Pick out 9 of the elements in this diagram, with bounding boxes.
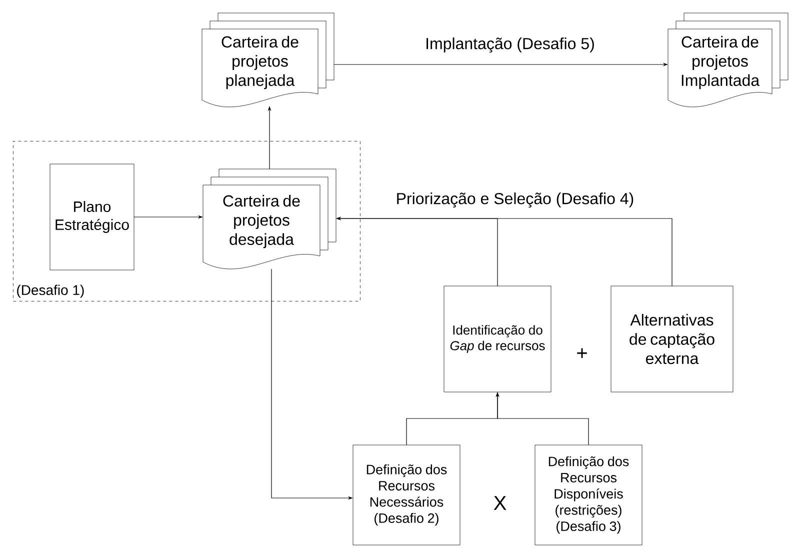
edge-label: Priorização e Seleção (Desafio 4)	[394, 192, 636, 208]
plus-sign: +	[577, 348, 587, 358]
process-box: Identificação do Gap de recursos	[444, 286, 552, 392]
process-box: Definição dos Recursos Necessários (Desafio 2)	[352, 444, 460, 546]
times-sign: X	[494, 496, 506, 510]
process-box: Definição dos Recursos Disponíveis (restrições) (Desafio 3)	[534, 444, 642, 546]
process-box: Alternativas de captação externa	[610, 286, 734, 392]
process-box: Plano Estratégico	[50, 164, 134, 270]
edge-label: Implantação (Desafio 5)	[424, 36, 596, 54]
